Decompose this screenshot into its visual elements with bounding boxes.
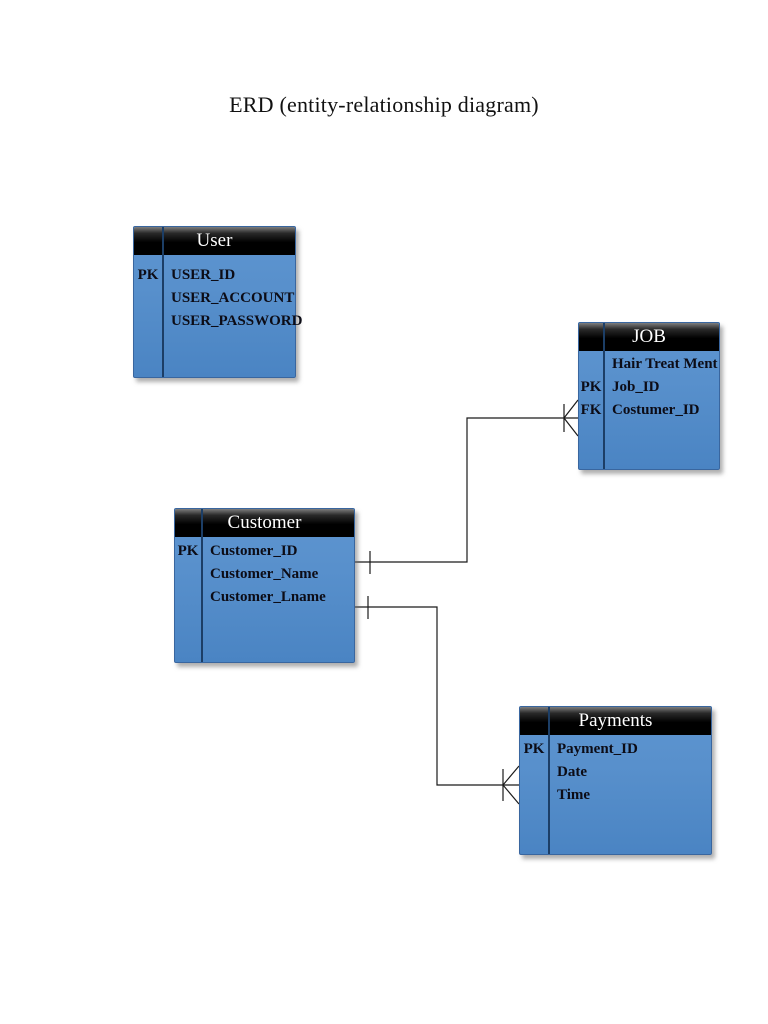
entity-title: JOB xyxy=(632,326,666,347)
field-name: Date xyxy=(557,764,587,780)
field-row: PK USER_ID xyxy=(134,264,295,287)
entity-customer-fields: PK Customer_ID Customer_Name Customer_Ln… xyxy=(175,537,354,609)
entity-job-header: JOB xyxy=(579,323,719,351)
key-label: PK xyxy=(177,543,199,559)
field-row: Hair Treat Ment xyxy=(579,353,719,376)
entity-title: User xyxy=(196,230,233,251)
key-label xyxy=(579,353,603,376)
entity-job: JOB Hair Treat Ment PK Job_ID FK Costume… xyxy=(578,322,720,470)
entity-customer-header: Customer xyxy=(175,509,354,537)
key-label: PK xyxy=(523,741,545,757)
field-name: Time xyxy=(557,787,591,803)
entity-user-header: User xyxy=(134,227,295,255)
field-row: USER_PASSWORD xyxy=(134,310,302,333)
entity-user: User PK USER_ID USER_ACCOUNT USER_PASSWO… xyxy=(133,226,303,378)
field-row: PK Customer_ID xyxy=(175,540,354,563)
field-name: USER_ACCOUNT xyxy=(171,290,295,306)
field-row: Time xyxy=(520,784,711,807)
crow-foot-icon xyxy=(502,765,520,805)
entity-title: Payments xyxy=(578,710,653,731)
field-row: Customer_Lname xyxy=(175,586,354,609)
field-row: USER_ACCOUNT xyxy=(134,287,295,310)
key-label xyxy=(520,761,548,784)
key-label: PK xyxy=(137,267,159,283)
field-name: Customer_ID xyxy=(210,543,298,559)
field-name: Costumer_ID xyxy=(612,402,700,418)
field-row: PK Payment_ID xyxy=(520,738,711,761)
connector-customer-job xyxy=(355,399,579,574)
field-name: Hair Treat Ment xyxy=(612,356,718,372)
key-label xyxy=(134,310,162,333)
connector-customer-payments xyxy=(355,596,520,805)
field-name: Customer_Name xyxy=(210,566,319,582)
key-column-divider xyxy=(162,227,164,377)
field-name: Payment_ID xyxy=(557,741,638,757)
entity-payments-fields: PK Payment_ID Date Time xyxy=(520,735,711,807)
entity-title: Customer xyxy=(227,512,302,533)
field-name: USER_PASSWORD xyxy=(171,313,303,329)
diagram-title: ERD (entity-relationship diagram) xyxy=(229,92,539,117)
entity-user-fields: PK USER_ID USER_ACCOUNT USER_PASSWORD xyxy=(134,255,303,333)
key-label: PK xyxy=(580,379,602,395)
key-label xyxy=(175,563,201,586)
field-row: Date xyxy=(520,761,711,784)
entity-payments: Payments PK Payment_ID Date Time xyxy=(519,706,712,855)
field-row: PK Job_ID xyxy=(579,376,719,399)
entity-customer: Customer PK Customer_ID Customer_Name Cu… xyxy=(174,508,355,663)
key-column-divider xyxy=(603,323,605,469)
entity-job-fields: Hair Treat Ment PK Job_ID FK Costumer_ID xyxy=(579,351,719,422)
field-name: Customer_Lname xyxy=(210,589,326,605)
field-row: FK Costumer_ID xyxy=(579,399,719,422)
key-label xyxy=(175,586,201,609)
field-name: Job_ID xyxy=(612,379,660,395)
key-label xyxy=(134,287,162,310)
field-name: USER_ID xyxy=(171,267,236,283)
field-row: Customer_Name xyxy=(175,563,354,586)
key-label: FK xyxy=(580,402,602,418)
crow-foot-icon xyxy=(563,399,579,437)
entity-payments-header: Payments xyxy=(520,707,711,735)
key-column-divider xyxy=(201,509,203,662)
key-label xyxy=(520,784,548,807)
key-column-divider xyxy=(548,707,550,854)
